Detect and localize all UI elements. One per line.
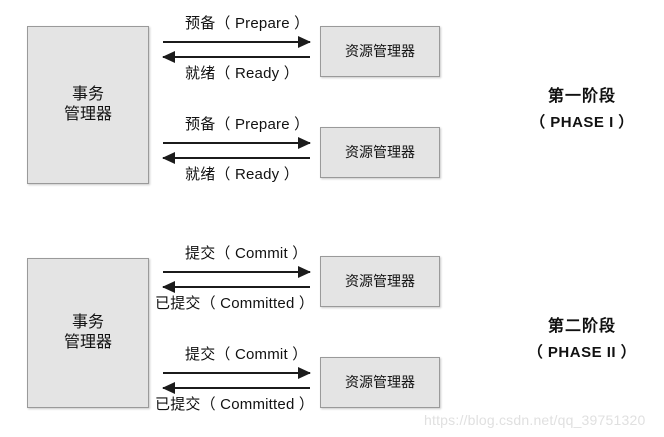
message-exchange-commit-committed-2: 提交（ Commit ） 已提交（ Committed ） <box>155 343 493 417</box>
arrow-request-right-2 <box>163 137 311 149</box>
arrow-response-left-2 <box>162 152 310 164</box>
arrowhead-left-icon <box>162 51 175 63</box>
resource-manager-box-2: 资源管理器 <box>320 127 440 178</box>
phase-caption-2-cn: 第二阶段 <box>547 318 616 335</box>
resource-manager-box-3: 资源管理器 <box>320 256 440 307</box>
arrow-response-left-4 <box>162 382 310 394</box>
message-label-ready-response-1: 就绪（ Ready ） <box>185 65 299 82</box>
resource-manager-label: 资源管理器 <box>345 143 415 160</box>
arrowhead-right-icon <box>298 367 311 379</box>
phase-caption-1-cn: 第一阶段 <box>547 88 616 105</box>
message-label-commit-request-1: 提交（ Commit ） <box>185 245 308 262</box>
phase-caption-2: 第二阶段 （ PHASE II ） <box>500 312 664 362</box>
message-label-committed-response-2: 已提交（ Committed ） <box>155 396 315 413</box>
message-exchange-commit-committed-1: 提交（ Commit ） 已提交（ Committed ） <box>155 242 493 316</box>
arrowhead-right-icon <box>298 36 311 48</box>
phase-caption-2-en: （ PHASE II ） <box>527 344 637 361</box>
arrowhead-right-icon <box>298 266 311 278</box>
arrowhead-left-icon <box>162 152 175 164</box>
arrow-request-right-1 <box>163 36 311 48</box>
message-label-ready-response-2: 就绪（ Ready ） <box>185 166 299 183</box>
arrow-request-right-3 <box>163 266 311 278</box>
message-label-prepare-request-2: 预备（ Prepare ） <box>185 116 310 133</box>
transaction-manager-box-phase-1: 事务 管理器 <box>27 26 149 184</box>
watermark-text: https://blog.csdn.net/qq_39751320 <box>424 412 646 428</box>
resource-manager-label: 资源管理器 <box>345 42 415 59</box>
message-label-committed-response-1: 已提交（ Committed ） <box>155 295 315 312</box>
resource-manager-box-4: 资源管理器 <box>320 357 440 408</box>
transaction-manager-box-phase-2: 事务 管理器 <box>27 258 149 408</box>
arrow-request-right-4 <box>163 367 311 379</box>
transaction-manager-label: 事务 管理器 <box>63 86 112 123</box>
message-exchange-prepare-ready-2: 预备（ Prepare ） 就绪（ Ready ） <box>162 113 493 187</box>
arrowhead-left-icon <box>162 281 175 293</box>
message-label-commit-request-2: 提交（ Commit ） <box>185 346 308 363</box>
transaction-manager-label: 事务 管理器 <box>63 314 112 351</box>
arrowhead-right-icon <box>298 137 311 149</box>
resource-manager-label: 资源管理器 <box>345 373 415 390</box>
resource-manager-box-1: 资源管理器 <box>320 26 440 77</box>
resource-manager-label: 资源管理器 <box>345 272 415 289</box>
phase-caption-1-en: （ PHASE I ） <box>530 114 634 131</box>
arrowhead-left-icon <box>162 382 175 394</box>
message-exchange-prepare-ready-1: 预备（ Prepare ） 就绪（ Ready ） <box>162 12 493 86</box>
phase-caption-1: 第一阶段 （ PHASE I ） <box>500 82 664 132</box>
arrow-response-left-3 <box>162 281 310 293</box>
arrow-response-left-1 <box>162 51 310 63</box>
message-label-prepare-request-1: 预备（ Prepare ） <box>185 15 310 32</box>
